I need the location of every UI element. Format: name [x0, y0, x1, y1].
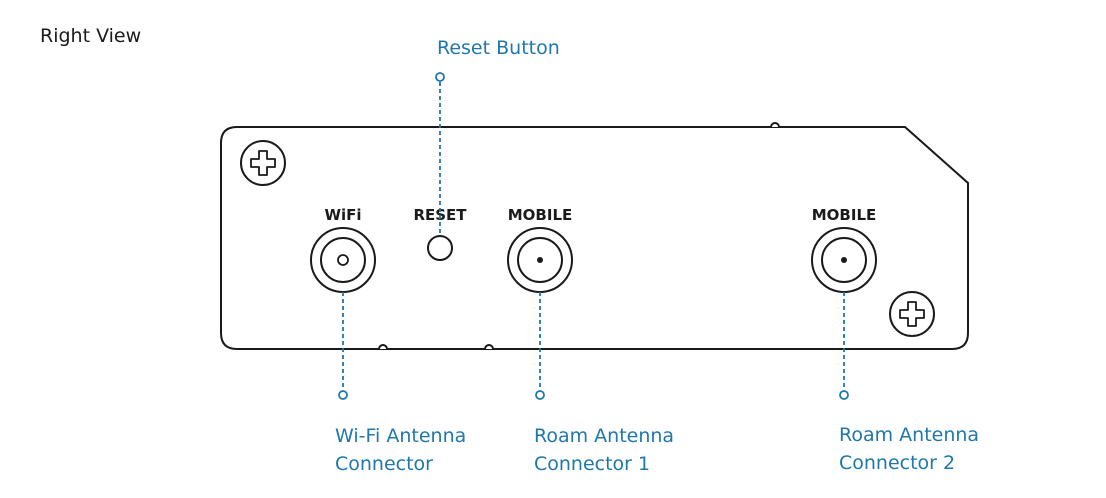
mobile-port-label-2: MOBILE	[812, 206, 877, 224]
wifi-leader-dot	[338, 390, 348, 400]
callout-line: Roam Antenna	[534, 425, 675, 447]
view-title: Right View	[40, 25, 142, 47]
roam2-leader-dot	[839, 390, 849, 400]
callout-line: Connector 2	[839, 452, 956, 474]
wifi-connector-callout: Wi-Fi Antenna Connector	[335, 422, 466, 478]
callout-line: Connector	[335, 453, 433, 475]
roam-connector-2-callout: Roam Antenna Connector 2	[839, 421, 979, 477]
roam-connector-1-callout: Roam Antenna Connector 1	[534, 422, 674, 478]
antenna-connector-icon	[310, 227, 376, 293]
callout-line: Wi-Fi Antenna	[335, 425, 467, 447]
screw-icon	[889, 291, 935, 337]
roam1-leader-dot	[535, 390, 545, 400]
callout-line: Reset Button	[437, 37, 560, 59]
reset-leader-dot	[435, 72, 445, 82]
bottom-notch-right	[484, 344, 494, 350]
top-notch	[770, 122, 780, 128]
reset-button-icon	[427, 235, 453, 261]
antenna-connector-icon	[507, 227, 573, 293]
callout-line: Connector 1	[534, 453, 651, 475]
antenna-connector-icon	[811, 227, 877, 293]
edge-notches	[378, 122, 780, 350]
mobile-port-label-1: MOBILE	[508, 206, 573, 224]
bottom-notch-left	[378, 344, 388, 350]
reset-button-callout: Reset Button	[437, 34, 560, 62]
screw-icon	[240, 140, 286, 186]
wifi-port-label: WiFi	[324, 206, 361, 224]
callout-line: Roam Antenna	[839, 424, 980, 446]
device-body-outline	[220, 126, 969, 350]
